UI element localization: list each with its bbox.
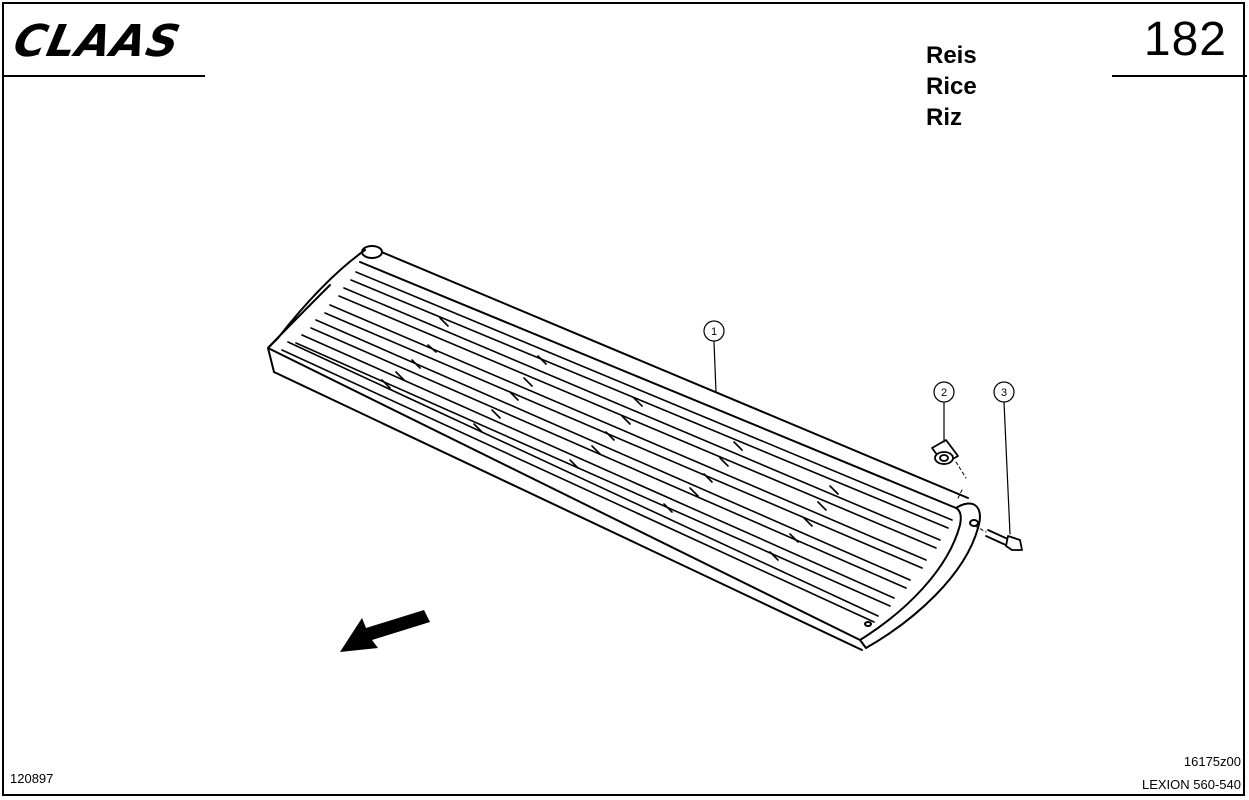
drawing-id: 16175z00: [1183, 754, 1241, 769]
left-end-plate: [267, 249, 366, 349]
slat-group: [281, 271, 953, 623]
rear-rail-end: [361, 245, 383, 259]
title-english: Rice: [926, 73, 977, 100]
rear-rail: [359, 247, 969, 509]
callout-3: 3: [993, 381, 1015, 403]
leader-3: [1003, 401, 1011, 535]
slat: [281, 341, 879, 623]
machine-model: LEXION 560-540: [1141, 777, 1241, 792]
logo-text: CLAAS: [14, 16, 185, 62]
callout-1: 1: [703, 320, 725, 342]
rib: [769, 485, 839, 561]
page-number: 182: [1143, 13, 1227, 66]
right-end-plate: [859, 502, 981, 649]
logo-rule: [2, 75, 205, 77]
direction-arrow-icon: [340, 610, 430, 652]
slat: [310, 319, 911, 589]
title-block: Reis Rice Riz: [926, 40, 977, 133]
slat: [324, 304, 927, 569]
front-bar: [267, 337, 863, 651]
rib: [663, 441, 743, 513]
callout-2: 2: [933, 381, 955, 403]
page-number-rule: [1112, 75, 1247, 77]
callout-1-label: 1: [711, 326, 717, 338]
title-french: Riz: [926, 104, 962, 131]
callout-3-label: 3: [1001, 387, 1007, 399]
rib: [569, 397, 643, 469]
rib: [473, 355, 547, 433]
document-date: 120897: [10, 771, 54, 786]
title-german: Reis: [926, 42, 977, 69]
slat: [350, 271, 953, 529]
slat: [338, 287, 941, 549]
rib: [381, 317, 449, 389]
cross-ribs: [381, 317, 839, 561]
claas-logo: CLAAS: [14, 16, 185, 62]
bolt-part: [974, 525, 1023, 551]
bushing-part: [931, 439, 967, 499]
right-plate-hole: [969, 519, 979, 527]
callout-2-label: 2: [941, 387, 947, 399]
slat: [295, 334, 895, 607]
front-bar-hole: [864, 621, 872, 627]
leader-1: [713, 341, 717, 393]
